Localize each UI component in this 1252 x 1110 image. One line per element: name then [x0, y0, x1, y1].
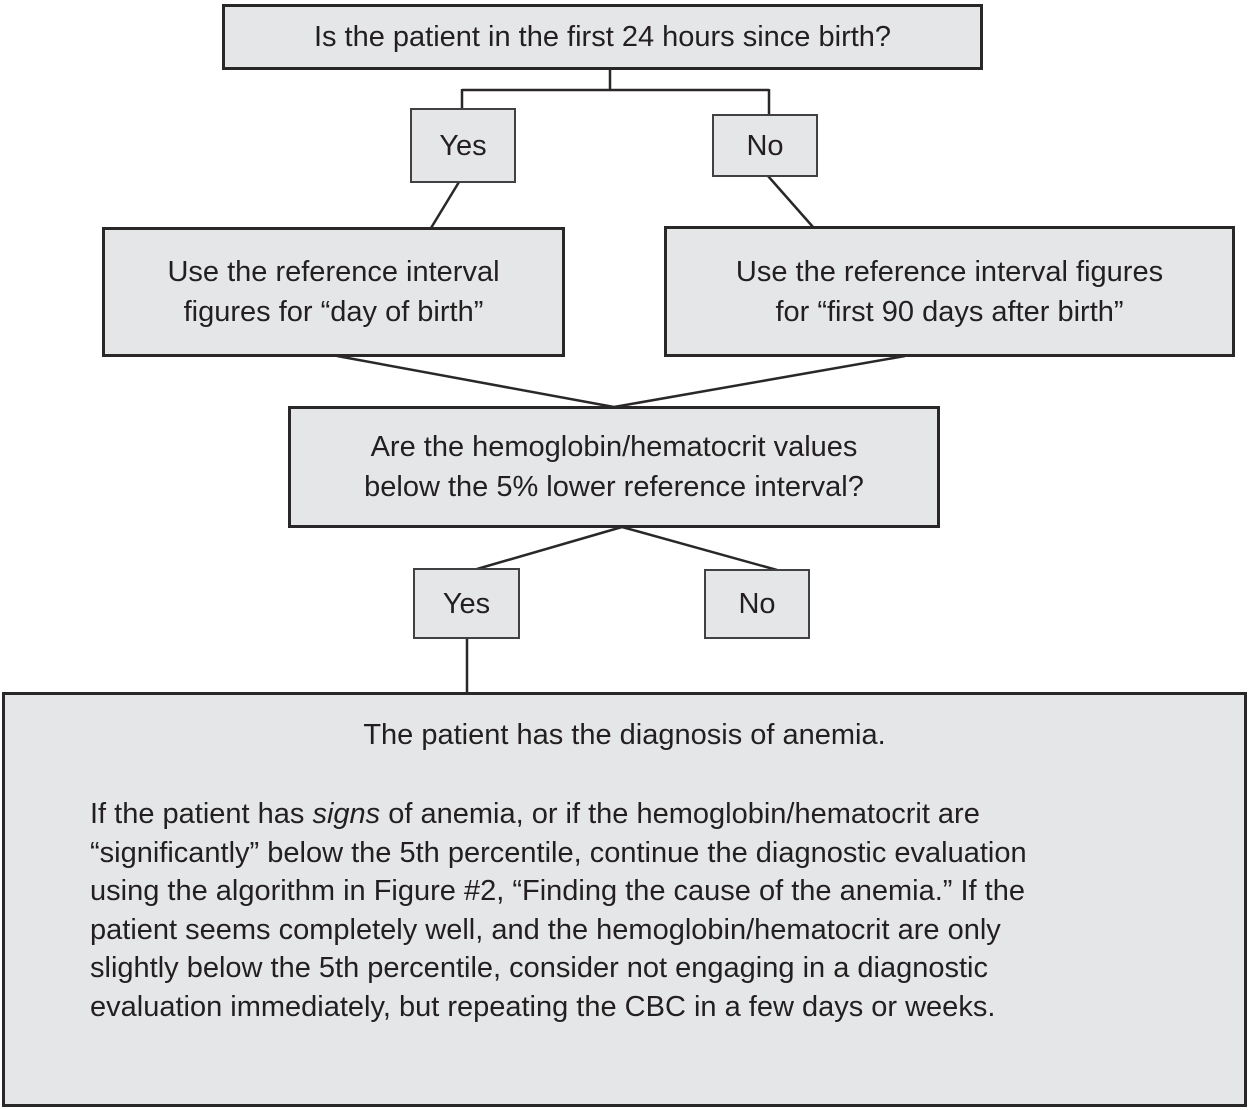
node-reference-day-of-birth-line2: figures for “day of birth” — [183, 296, 484, 328]
result-paragraph-line5: slightly below the 5th percentile, consi… — [90, 952, 988, 984]
result-paragraph-line2: “significantly” below the 5th percentile… — [90, 836, 1027, 869]
node-question-hgb-hct-line2: below the 5% lower reference interval? — [364, 471, 864, 503]
node-reference-day-of-birth: Use the reference interval figures for “… — [102, 227, 565, 357]
connector-ref90-to-q2 — [613, 354, 906, 409]
node-yes-branch-1: Yes — [410, 108, 516, 183]
connector-q2-to-yes2 — [476, 525, 623, 571]
node-no-branch-2-label: No — [738, 588, 776, 620]
node-question-hgb-hct-line1: Are the hemoglobin/hematocrit values — [370, 431, 858, 463]
node-yes-branch-2: Yes — [413, 568, 520, 639]
node-result-anemia-diagnosis: The patient has the diagnosis of anemia.… — [2, 692, 1247, 1107]
node-no-branch-1: No — [712, 114, 818, 177]
node-reference-90-days-line1: Use the reference interval figures — [735, 255, 1164, 288]
node-reference-90-days-line2: for “first 90 days after birth” — [775, 295, 1124, 328]
result-heading: The patient has the diagnosis of anemia. — [363, 719, 886, 751]
node-question-first-24-hours-label: Is the patient in the first 24 hours sin… — [313, 21, 892, 53]
result-paragraph-line6: evaluation immediately, but repeating th… — [90, 990, 996, 1023]
result-paragraph-line1: If the patient has signs of anemia, or i… — [90, 798, 980, 830]
connector-yes1-to-refday — [429, 181, 461, 229]
connector-q2-to-no2 — [621, 525, 778, 572]
connector-no1-to-ref90 — [767, 175, 814, 228]
result-paragraph-line3: using the algorithm in Figure #2, “Findi… — [90, 875, 1025, 907]
node-no-branch-2: No — [704, 569, 810, 639]
node-question-hgb-hct-below-5pct: Are the hemoglobin/hematocrit values bel… — [288, 406, 940, 528]
connector-refday-to-q2 — [336, 354, 615, 409]
result-paragraph: If the patient has signs of anemia, or i… — [90, 795, 1244, 1026]
node-question-first-24-hours: Is the patient in the first 24 hours sin… — [222, 4, 983, 70]
node-yes-branch-1-label: Yes — [439, 129, 487, 162]
node-reference-90-days: Use the reference interval figures for “… — [664, 226, 1235, 357]
result-paragraph-line4: patient seems completely well, and the h… — [90, 913, 1001, 946]
node-no-branch-1-label: No — [746, 129, 784, 162]
result-paragraph-italic-signs: signs — [312, 798, 381, 830]
node-yes-branch-2-label: Yes — [442, 587, 491, 620]
node-reference-day-of-birth-line1: Use the reference interval — [167, 256, 500, 288]
